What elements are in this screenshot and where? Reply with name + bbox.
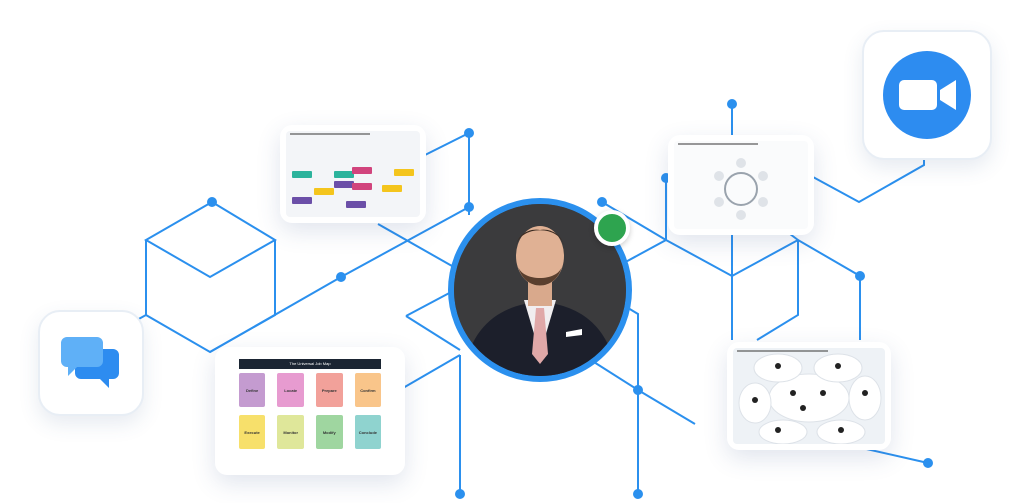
circular-diagram-thumbnail[interactable] [668, 135, 814, 235]
profile-avatar[interactable] [448, 198, 632, 382]
job-step-locate: Locate [277, 373, 304, 407]
job-step-execute: Execute [238, 415, 266, 449]
network-nodes [207, 99, 933, 499]
universal-job-map-thumbnail[interactable]: The Universal Job Map Define Locate Prepar… [215, 347, 405, 475]
value-proposition-canvas-thumbnail[interactable] [280, 125, 426, 223]
person-portrait [454, 204, 626, 376]
team-structure-thumbnail[interactable] [727, 342, 891, 450]
job-step-prepare: Prepare [316, 373, 343, 407]
canvas-preview [286, 131, 420, 217]
chat-app-button[interactable] [38, 310, 144, 416]
job-map-title: The Universal Job Map [238, 359, 382, 369]
job-step-define: Define [238, 373, 266, 407]
chat-bubbles-icon [61, 337, 119, 388]
team-structure-preview [738, 353, 882, 444]
job-step-confirm: Confirm [354, 373, 382, 407]
job-step-monitor: Monitor [277, 415, 304, 449]
job-step-conclude: Conclude [354, 415, 382, 449]
video-camera-icon [883, 51, 971, 139]
job-step-modify: Modify [316, 415, 343, 449]
circular-diagram-preview [714, 158, 768, 220]
online-status-indicator [594, 210, 630, 246]
video-call-app-button[interactable] [862, 30, 992, 160]
